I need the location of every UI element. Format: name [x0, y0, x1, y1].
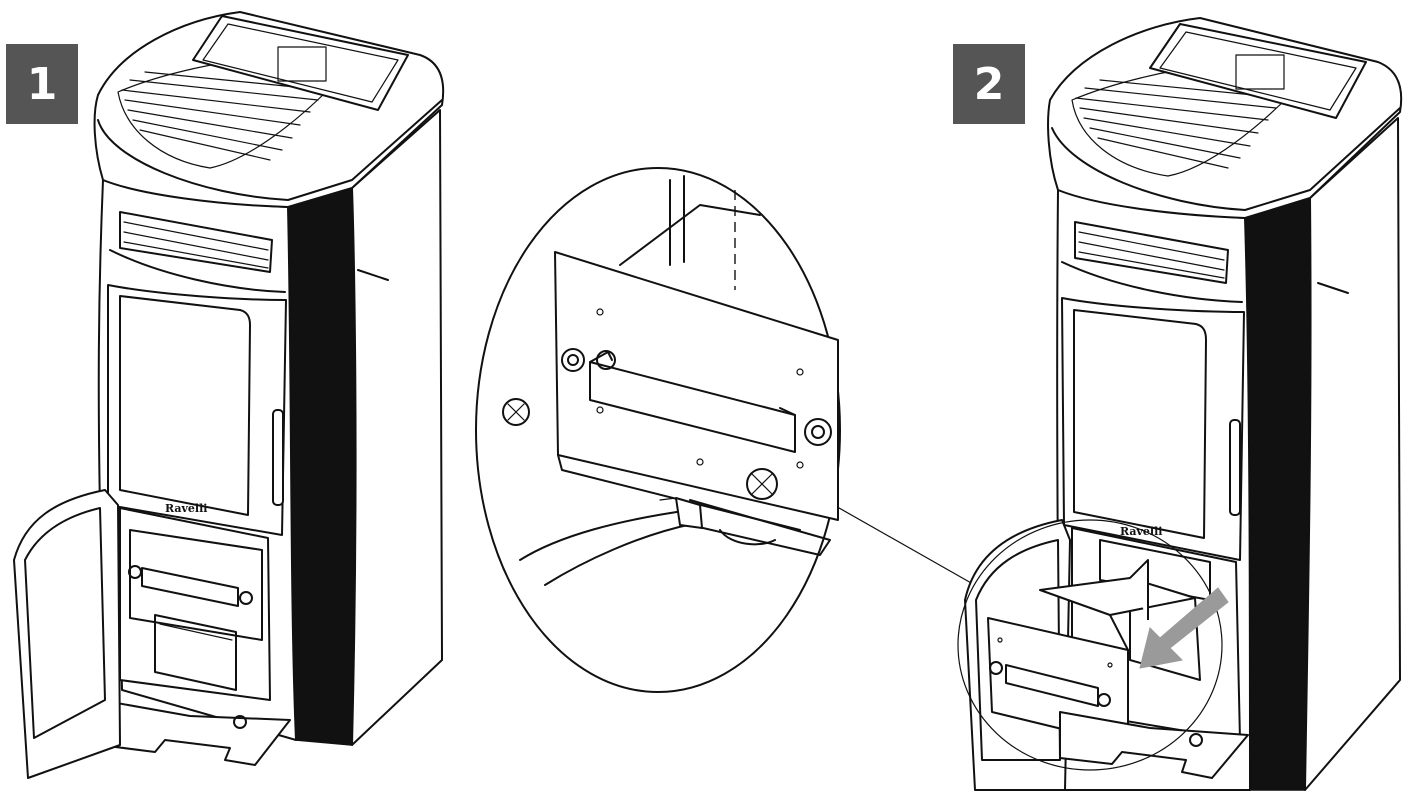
detail-screwdriver [519, 497, 703, 586]
stove1-top-grille [117, 59, 331, 169]
stove1-side-panel [287, 187, 357, 746]
stove1-side-slot [357, 269, 389, 281]
step-2-badge: 2 [953, 44, 1025, 124]
stove1-brand-logo: Ravelli [165, 502, 207, 515]
stove2-front-vent [1074, 221, 1229, 284]
detail-callout-line [824, 499, 981, 589]
removal-direction-arrow-icon [1139, 587, 1229, 669]
detail-loose-screw [502, 398, 530, 426]
step-1-badge: 1 [6, 44, 78, 124]
stove2-floor-plate [1059, 711, 1249, 779]
detail-bottom-screw [746, 468, 778, 500]
stove1-floor-plate [99, 699, 291, 766]
stove2-side-panel [1244, 196, 1312, 791]
detail-screw-right [804, 418, 832, 446]
stove1-glass-door [107, 284, 287, 536]
stove2-top-grille [1071, 65, 1291, 177]
stove1-lower-frame [119, 507, 271, 701]
stove1-top-rim [97, 99, 443, 201]
stove1-cover-handle [141, 567, 239, 607]
detail-screw-left [561, 348, 585, 372]
stove2-side-body [1304, 117, 1401, 791]
stove-illustration-step1: Ravelli [13, 11, 445, 779]
stove1-cover-screw-left [128, 565, 142, 579]
detail-cover-handle [589, 361, 796, 453]
stove2-glass-door [1061, 297, 1245, 561]
stove1-cover-screw-right [239, 591, 253, 605]
stove2-door-handle [1229, 419, 1241, 516]
stove1-ash-drawer [154, 614, 237, 691]
stove-illustration-step2: Ravelli [957, 17, 1403, 791]
stove1-hopper-cover [129, 529, 263, 641]
stove2-side-slot [1317, 282, 1349, 294]
stove2-brand-logo: Ravelli [1120, 525, 1162, 538]
detail-zoom-view [475, 167, 981, 693]
stove1-top-lid [192, 15, 409, 111]
stove1-display [277, 46, 327, 82]
stove2-top-lid [1149, 23, 1367, 119]
stove1-side-body [351, 109, 443, 746]
stove1-door-handle [272, 409, 284, 506]
stove1-front-vent [119, 211, 273, 273]
stove2-pulled-out-cover [987, 559, 1201, 746]
stove2-display [1235, 54, 1285, 90]
stove2-detail-marker-circle [957, 519, 1223, 771]
detail-cover-plate [554, 251, 839, 521]
